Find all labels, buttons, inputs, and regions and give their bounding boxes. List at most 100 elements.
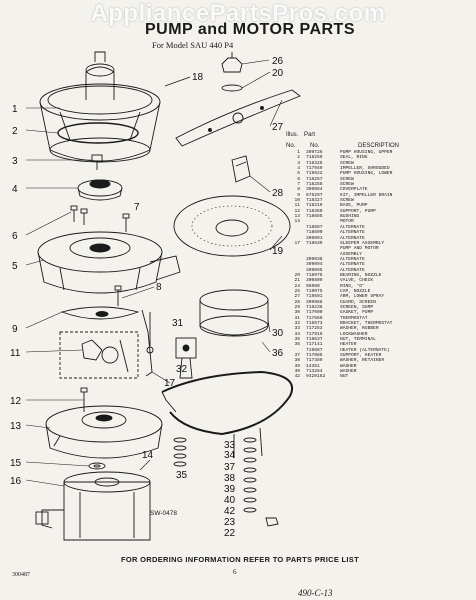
illus-number: 12 [294, 208, 300, 214]
leader-lines [25, 59, 283, 487]
callout-13: 13 [10, 421, 22, 432]
heater-element [161, 370, 293, 458]
illus-number: 34 [294, 331, 300, 337]
cover-plate [60, 306, 140, 320]
part-description: GASKET, PUMP [340, 310, 374, 316]
part-description: NUT, TERMINAL [340, 337, 376, 343]
part-number: 306084 [306, 187, 323, 193]
illus-number: 4 [297, 166, 300, 172]
table-row: PUMP AND MOTOR [286, 246, 472, 251]
illus-number: 27 [294, 294, 300, 300]
col-no-label: No. [286, 143, 296, 149]
illus-number: 5 [297, 171, 300, 177]
terminal-nut-22 [265, 517, 279, 527]
motor [35, 471, 151, 541]
col-part-label: Part [304, 132, 316, 138]
callout-3: 3 [12, 156, 18, 167]
callout-27: 27 [272, 122, 284, 133]
part-number: 718327 [306, 198, 323, 204]
part-number: 718236 [306, 304, 323, 310]
illus-number: 36 [294, 342, 300, 348]
part-number: 309095 [306, 267, 323, 273]
part-description: ALTERNATE [340, 230, 365, 236]
table-row: ASSEMBLY [286, 252, 472, 257]
callout-17: 17 [164, 378, 176, 389]
page-subtitle: For Model SAU 440 P4 [152, 40, 234, 50]
part-description: SEAL, RING [340, 155, 368, 161]
part-description: PUMP HOUSING, LOWER [340, 171, 393, 177]
col-desc-label: DESCRIPTION [358, 143, 400, 149]
callout-18: 18 [192, 72, 204, 83]
illus-number: 32 [294, 321, 300, 326]
part-number: 309726 [306, 150, 323, 155]
screw-8 [114, 285, 122, 306]
illus-number: 30 [294, 310, 300, 316]
callout-11: 11 [10, 348, 21, 359]
table-row: 40 713284 WASHER [286, 369, 472, 374]
illus-number: 39 [294, 363, 300, 369]
part-description: ALTERNATE [340, 267, 365, 273]
part-number: 717141 [306, 342, 323, 348]
illus-number: 33 [294, 326, 300, 332]
part-number: 718219 [306, 203, 323, 209]
callout-32: 32 [176, 364, 188, 375]
part-number: 719691 [306, 294, 323, 300]
part-number: 717916 [306, 331, 323, 337]
part-number: 713284 [306, 369, 323, 375]
part-description: SCREEN, SUMP [340, 304, 374, 310]
lower-pump-housing [37, 231, 181, 294]
illus-number: 31 [294, 315, 300, 321]
callout-2: 2 [12, 126, 18, 137]
part-number: 718360 [306, 208, 323, 214]
page-number: 6 [233, 568, 237, 576]
illus-number: 37 [294, 353, 300, 359]
part-description: SUPPORT, PUMP [340, 208, 376, 214]
callout-9: 9 [12, 324, 18, 335]
illus-number: 1 [297, 150, 300, 155]
illus-number: 21 [294, 278, 300, 284]
callout-26: 26 [272, 56, 284, 67]
part-description: CAP, NOZZLE [340, 288, 371, 294]
upper-pump-housing [39, 51, 161, 163]
part-number: 718258 [306, 182, 323, 188]
callout-7: 7 [134, 202, 140, 213]
illus-number: 40 [294, 369, 300, 375]
callout-38: 38 [224, 473, 236, 484]
illus-number: 3 [297, 160, 300, 166]
callout-28: 28 [272, 188, 284, 199]
seal-ring [57, 122, 139, 144]
part-number: 309094 [306, 262, 323, 268]
bushing [88, 462, 106, 470]
part-number: 718573 [306, 321, 323, 326]
part-number: 718257 [306, 176, 323, 182]
part-description: GUARD, SCREEN [340, 299, 376, 305]
part-description: KIT, IMPELLER DRAIN [340, 192, 393, 198]
part-number: 300809 [306, 278, 323, 284]
callout-1: 1 [12, 104, 18, 115]
thermostat [175, 337, 197, 379]
part-description: ARM, LOWER SPRAY [340, 294, 385, 300]
part-description: WASHER [340, 363, 357, 369]
pump-base [45, 405, 163, 459]
part-number: 309988 [306, 299, 323, 305]
part-number: 9420162 [306, 374, 326, 380]
callout-15: 15 [10, 458, 22, 469]
part-description: WASHER [340, 369, 357, 375]
callout-numbers: 1 2 3 4 5 6 7 8 9 11 12 13 14 15 16 17 1… [10, 56, 284, 539]
